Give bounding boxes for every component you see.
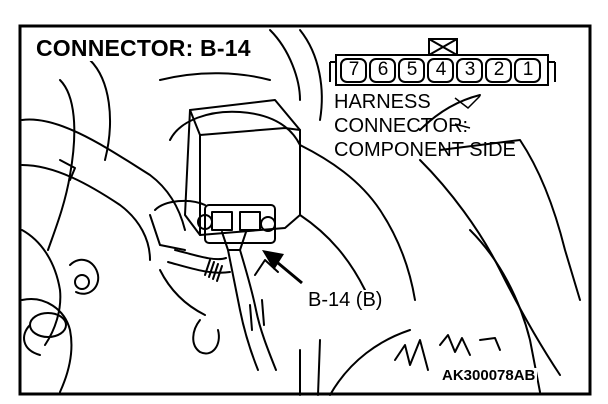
pin-7: 7 — [348, 59, 360, 80]
pin-6: 6 — [377, 59, 389, 80]
pin-diagram-outline — [329, 38, 556, 86]
pin-3: 3 — [464, 59, 476, 80]
connector-callout-label: B-14 (B) — [306, 289, 385, 311]
harness-connector-label: HARNESS CONNECTOR: COMPONENT SIDE — [334, 91, 516, 161]
pin-1: 1 — [522, 59, 534, 80]
pin-4: 4 — [435, 59, 447, 80]
connector-title: CONNECTOR: B-14 — [33, 36, 254, 61]
figure-frame — [18, 24, 592, 396]
pin-2: 2 — [493, 59, 505, 80]
callout-arrow — [262, 250, 303, 285]
figure-code: AK300078AB — [440, 367, 538, 384]
pin-5: 5 — [406, 59, 418, 80]
